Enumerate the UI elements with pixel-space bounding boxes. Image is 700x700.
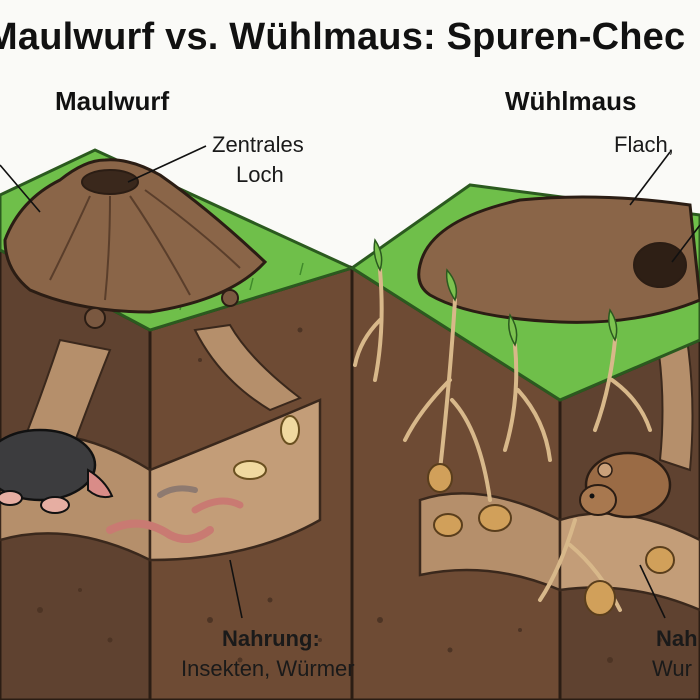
mole-soil-block (0, 248, 354, 700)
page-title: Maulwurf vs. Wühlmaus: Spuren-Chec (0, 16, 686, 58)
vole-mound-callout-line1: Flach, (614, 132, 674, 157)
molehill-mound (3, 158, 268, 329)
vole-flat-mound (417, 195, 700, 324)
callout-leader-lines (0, 145, 700, 619)
vole-mound-callout: Flach, (614, 130, 674, 160)
vole-heading: Wühlmaus (505, 86, 637, 116)
mole-mound-callout-line2: Loch (236, 162, 284, 187)
vole-plant-roots (353, 268, 652, 612)
mole-food-callout-label: Nahrung: (222, 626, 320, 651)
mole-mound-callout: Zentrales Loch (212, 130, 304, 190)
mole-central-hole (81, 169, 139, 195)
mole-mound-callout-line1: Zentrales (212, 132, 304, 157)
mole-animal (0, 428, 114, 514)
mole-food-callout: Nahrung: Insekten, Würmer (181, 624, 355, 684)
vole-food-callout-label: Nah (656, 626, 698, 651)
vole-side-hole (633, 242, 687, 288)
vole-soil-block (350, 263, 700, 700)
vole-plant-sprouts (373, 238, 618, 347)
vole-food-tubers (427, 463, 675, 616)
vole-food-callout: Nah Wur (652, 624, 698, 684)
vole-animal (579, 451, 672, 519)
mole-food-worms (106, 485, 244, 543)
mole-heading: Maulwurf (55, 86, 170, 116)
vole-food-callout-text: Wur (652, 656, 692, 681)
mole-food-grubs (233, 415, 300, 480)
mole-food-callout-text: Insekten, Würmer (181, 656, 355, 681)
